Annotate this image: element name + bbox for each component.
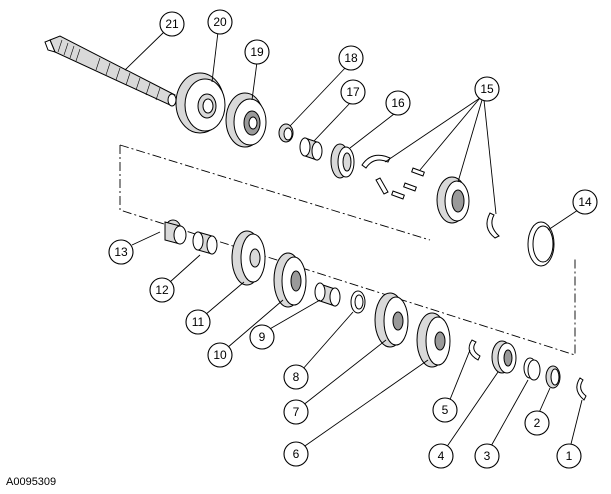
callout-label: 3 (484, 449, 491, 463)
part-15-assembly (361, 154, 500, 239)
part-9-sleeve (314, 282, 341, 307)
callout-11: 11 (185, 309, 211, 335)
callout-13: 13 (108, 239, 134, 265)
part-10-gear (273, 252, 307, 308)
part-19-gear (225, 92, 267, 148)
assembly-path-line-upper (119, 144, 431, 241)
callout-19: 19 (244, 39, 270, 65)
assembly-path-line (119, 145, 576, 356)
part-14-ring (527, 221, 555, 267)
part-17-bearing (299, 137, 323, 161)
part-21-shaft (44, 35, 177, 107)
callout-17: 17 (340, 79, 366, 105)
part-4-bearing (491, 340, 517, 374)
callout-label: 14 (578, 195, 592, 209)
part-5-snap-ring (468, 339, 481, 361)
part-20-gear (175, 72, 226, 134)
part-7-gear (374, 292, 409, 348)
callout-label: 10 (213, 348, 227, 362)
callout-10: 10 (207, 342, 233, 368)
callout-label: 13 (114, 245, 128, 259)
callout-12: 12 (149, 277, 175, 303)
callout-16: 16 (385, 90, 411, 116)
part-12-bearing (192, 231, 218, 255)
callout-label: 9 (259, 330, 266, 344)
callout-21: 21 (159, 11, 185, 37)
callout-label: 18 (344, 51, 358, 65)
callout-label: 19 (250, 45, 264, 59)
callout-label: 12 (155, 283, 169, 297)
callout-label: 15 (480, 82, 494, 96)
part-3-rings (523, 357, 541, 381)
callout-label: 8 (293, 370, 300, 384)
callout-18: 18 (338, 45, 364, 71)
callout-6: 6 (283, 441, 309, 467)
callout-14: 14 (572, 189, 598, 215)
part-2-ring (545, 365, 561, 389)
callout-label: 1 (566, 449, 573, 463)
callout-label: 2 (534, 416, 541, 430)
callout-label: 11 (192, 315, 205, 329)
callout-7: 7 (283, 399, 309, 425)
part-6-gear (416, 312, 451, 368)
callout-label: 4 (438, 449, 445, 463)
callout-2: 2 (524, 410, 550, 436)
part-1-snap-ring (576, 377, 587, 401)
callout-label: 6 (293, 447, 300, 461)
figure-id-label: A0095309 (6, 476, 57, 488)
callout-5: 5 (432, 397, 458, 423)
callout-label: 16 (391, 96, 405, 110)
callout-20: 20 (207, 9, 233, 35)
part-11-gear (231, 230, 266, 286)
callout-label: 20 (213, 15, 227, 29)
part-13-collar (164, 219, 187, 245)
callout-9: 9 (249, 324, 275, 350)
callout-3: 3 (474, 443, 500, 469)
part-18-ring (278, 123, 294, 143)
callout-15: 15 (474, 76, 500, 102)
callout-1: 1 (556, 443, 582, 469)
callout-label: 17 (346, 85, 360, 99)
callout-label: 7 (293, 405, 300, 419)
part-8-ring (350, 290, 366, 314)
callout-4: 4 (428, 443, 454, 469)
callout-8: 8 (283, 364, 309, 390)
leader-lines (124, 31, 583, 449)
callout-label: 5 (442, 403, 449, 417)
callout-label: 21 (165, 17, 179, 31)
part-16-race (330, 143, 355, 179)
